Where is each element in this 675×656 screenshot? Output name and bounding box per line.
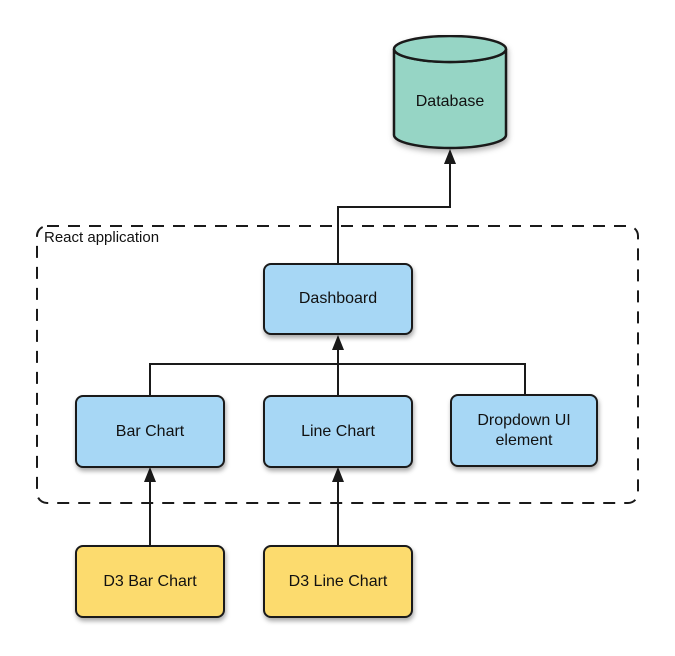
- arrowhead-into-database: [444, 149, 456, 164]
- node-dropdown-ui-element: Dropdown UI element: [450, 394, 598, 467]
- arrowhead-into-bar-chart: [144, 467, 156, 482]
- node-d3-line-chart: D3 Line Chart: [263, 545, 413, 618]
- line-chart-label: Line Chart: [301, 422, 375, 440]
- node-line-chart: Line Chart: [263, 395, 413, 468]
- node-database: Database: [392, 34, 508, 150]
- edge-children-rail: [149, 363, 526, 395]
- edge-dashboard-database: [337, 164, 451, 263]
- database-label: Database: [415, 93, 485, 110]
- group-react-application-label: React application: [44, 229, 160, 246]
- arrowhead-into-line-chart: [332, 467, 344, 482]
- node-d3-bar-chart: D3 Bar Chart: [75, 545, 225, 618]
- dashboard-label: Dashboard: [298, 290, 378, 307]
- database-cylinder-icon: [392, 34, 508, 150]
- dropdown-ui-element-label: Dropdown UI element: [477, 411, 571, 449]
- node-bar-chart: Bar Chart: [75, 395, 225, 468]
- arrowhead-into-dashboard: [332, 335, 344, 350]
- bar-chart-label: Bar Chart: [115, 422, 185, 440]
- d3-line-chart-label: D3 Line Chart: [288, 572, 388, 590]
- d3-bar-chart-label: D3 Bar Chart: [103, 572, 197, 590]
- node-dashboard: Dashboard: [263, 263, 413, 335]
